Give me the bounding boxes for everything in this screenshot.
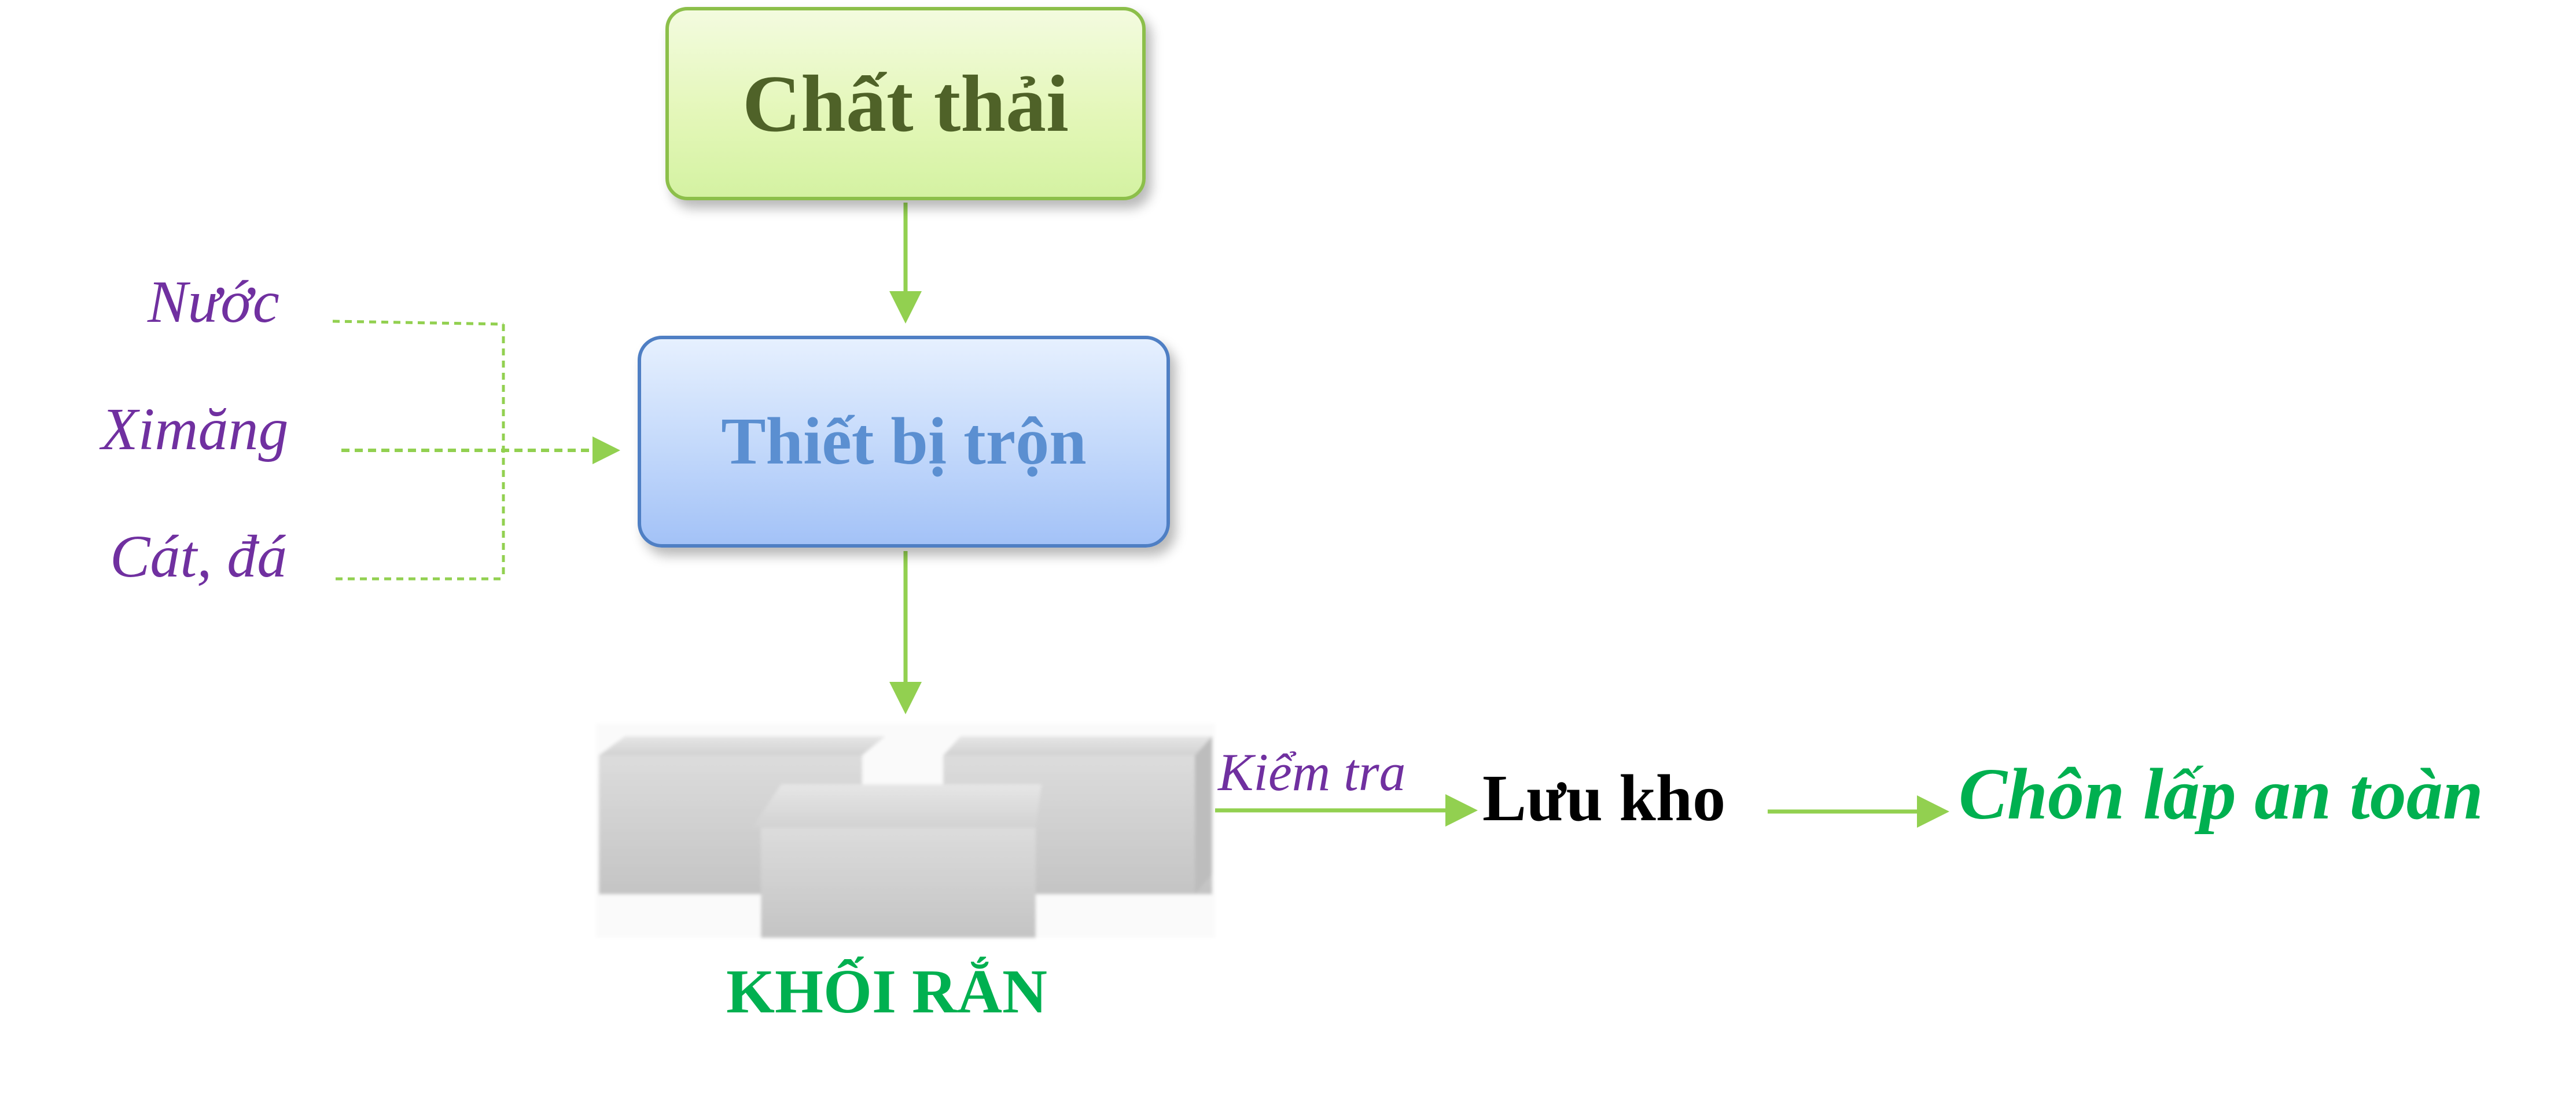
input-water-label: Nước [148, 269, 279, 335]
input-cement-label: Ximăng [101, 396, 289, 462]
check-edge-label: Kiểm tra [1218, 743, 1406, 802]
input-sand-label: Cát, đá [110, 523, 288, 590]
mixer-label: Thiết bị trộn [721, 404, 1087, 479]
mixer-box: Thiết bị trộn [638, 336, 1170, 548]
storage-label: Lưu kho [1482, 761, 1726, 835]
solid-block-illustration [596, 724, 1215, 938]
landfill-label: Chôn lấp an toàn [1959, 754, 2483, 835]
waste-box: Chất thải [665, 7, 1146, 200]
solid-block-label: KHỐI RẮN [726, 957, 1048, 1026]
waste-label: Chất thải [742, 58, 1069, 149]
